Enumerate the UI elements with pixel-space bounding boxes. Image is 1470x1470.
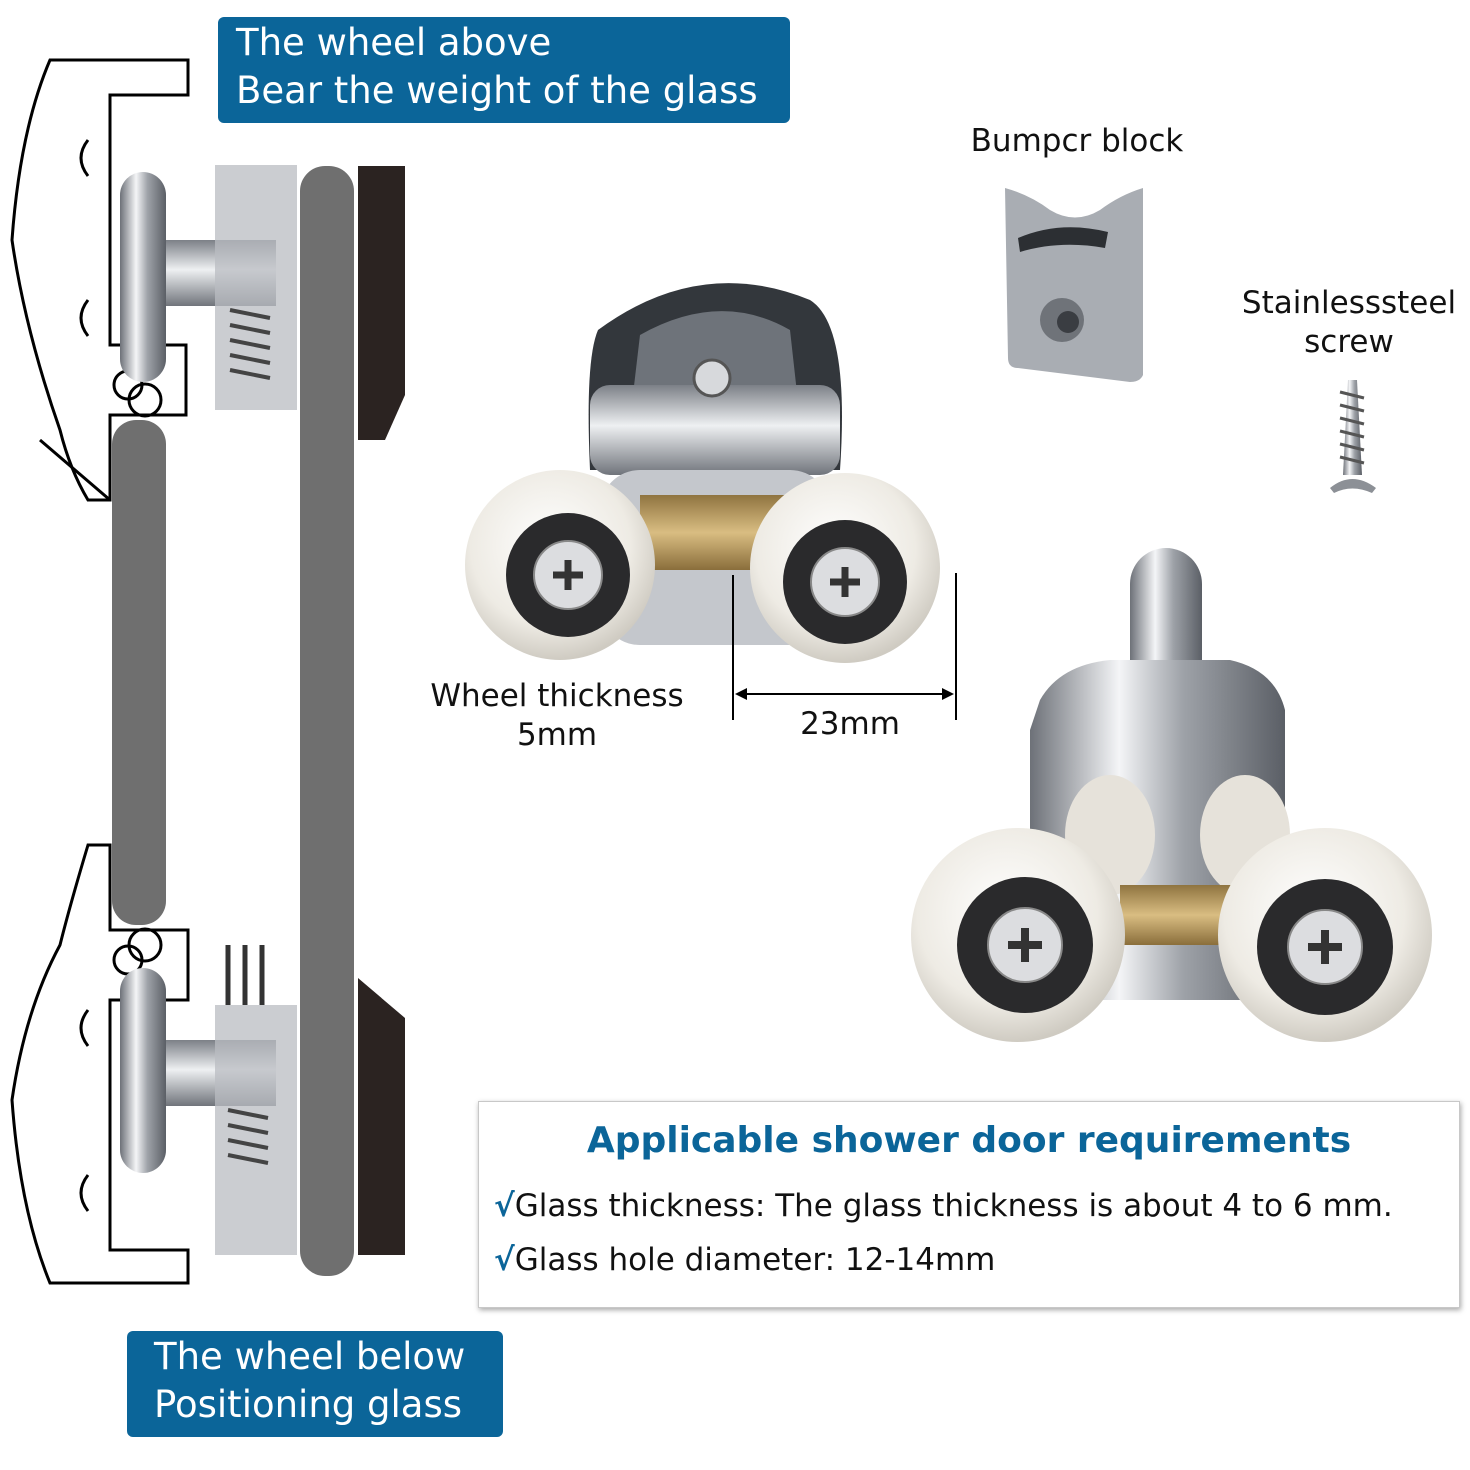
wheel-thickness-label-line1: Wheel thickness (430, 678, 684, 714)
bottom-wheel-stem (120, 968, 166, 1173)
wheel-spacing-label-text: 23mm (800, 706, 900, 742)
cross-section-diagram (10, 58, 405, 1285)
glass-panel (300, 166, 354, 1276)
requirements-box: Applicable shower door requirements √Gla… (478, 1101, 1460, 1308)
top-roller-product (465, 283, 940, 663)
bumper-block (1005, 188, 1143, 382)
bottom-wheel-banner: The wheel below Positioning glass (127, 1331, 503, 1437)
screw-label: Stainlesssteel screw (1238, 284, 1460, 362)
bottom-spring (227, 1108, 269, 1165)
wheel-thickness-label-line2: 5mm (516, 717, 598, 753)
dimension-lines (732, 573, 957, 720)
top-wheel-banner: The wheel above Bear the weight of the g… (218, 17, 790, 123)
screw-label-line2: screw (1304, 324, 1394, 360)
bumper-block-label-text: Bumpcr block (970, 123, 1184, 159)
top-wheel-stem (120, 172, 166, 382)
requirement-item: √Glass hole diameter: 12-14mm (494, 1242, 995, 1278)
rubber-seal-top (358, 166, 405, 440)
fixed-glass-panel (112, 420, 166, 925)
stainless-screw (1330, 380, 1376, 493)
bottom-wheel-banner-line2: Positioning glass (154, 1383, 463, 1426)
requirement-item: √Glass thickness: The glass thickness is… (494, 1188, 1393, 1224)
top-spring-housing (215, 165, 297, 410)
bottom-track-profile (10, 843, 190, 1285)
requirement-text: Glass thickness: The glass thickness is … (514, 1188, 1393, 1224)
check-icon: √ (494, 1188, 515, 1224)
bottom-pins (225, 945, 265, 1005)
bottom-roller-product (911, 548, 1432, 1042)
screw-label-line1: Stainlesssteel (1241, 285, 1457, 321)
requirement-text: Glass hole diameter: 12-14mm (514, 1242, 996, 1278)
requirements-title: Applicable shower door requirements (586, 1120, 1352, 1161)
bumper-block-label: Bumpcr block (962, 122, 1192, 161)
top-wheel-banner-line1: The wheel above (236, 21, 552, 64)
bottom-wheel-banner-line1: The wheel below (154, 1335, 466, 1378)
rubber-seal-bottom (358, 978, 405, 1255)
top-spring (229, 308, 271, 380)
wheel-spacing-label: 23mm (790, 705, 910, 744)
check-icon: √ (494, 1242, 515, 1278)
wheel-thickness-label: Wheel thickness 5mm (422, 677, 692, 755)
top-wheel-banner-line2: Bear the weight of the glass (236, 69, 758, 112)
